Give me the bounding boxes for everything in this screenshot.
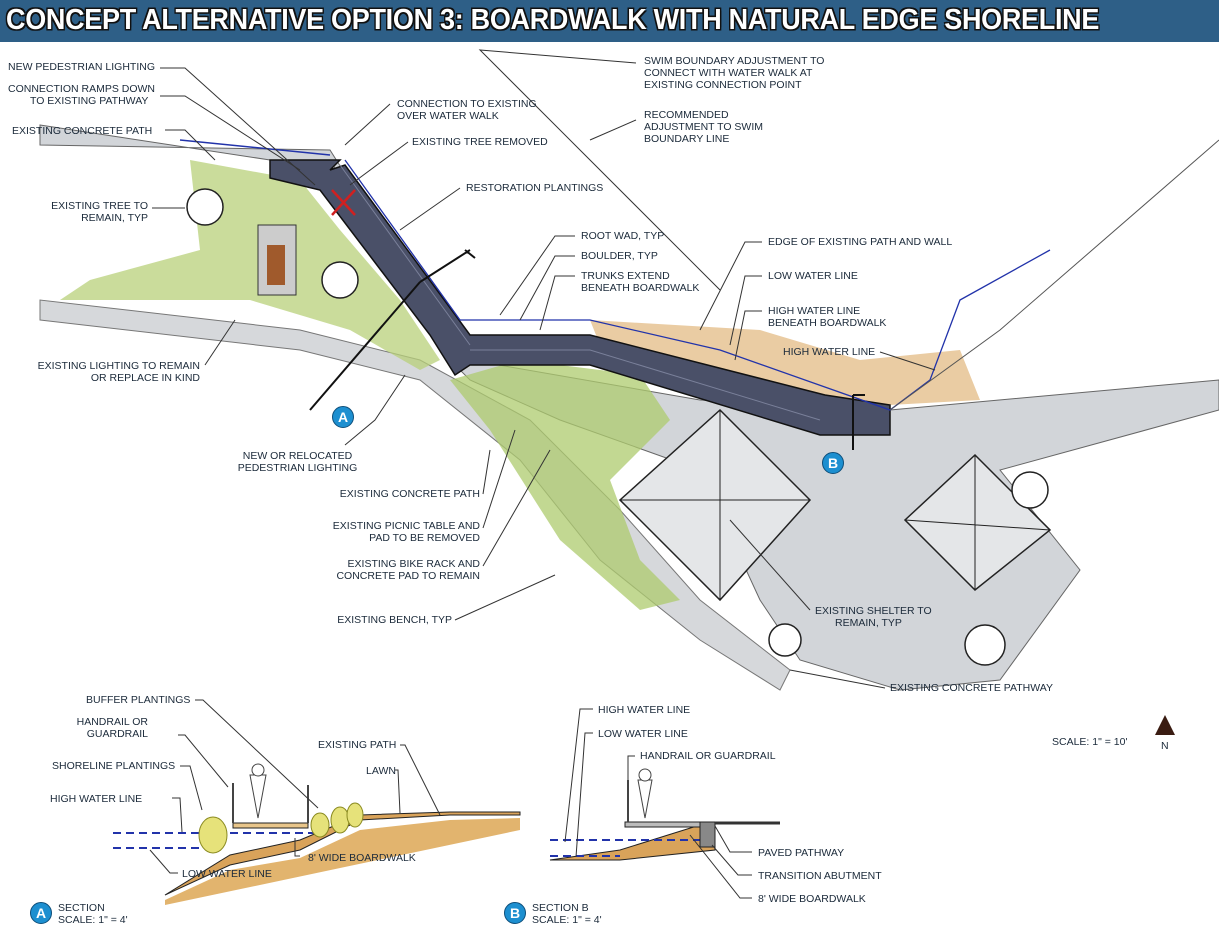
- label-line: SECTION: [58, 902, 105, 914]
- label-line: SWIM BOUNDARY ADJUSTMENT TO: [644, 55, 825, 67]
- sb-abutment: TRANSITION ABUTMENT: [758, 870, 882, 882]
- label-line: BOUNDARY LINE: [644, 133, 730, 145]
- high-water-line: [344, 159, 1051, 411]
- section-a-drawing: [113, 699, 521, 905]
- beach-area: [590, 320, 980, 405]
- section-b-drawing: [549, 708, 780, 899]
- label-line: TRUNKS EXTEND: [581, 270, 670, 282]
- sa-boardwalk: 8' WIDE BOARDWALK: [308, 852, 416, 864]
- lawn-area-left: [60, 160, 440, 370]
- label-line: TO EXISTING PATHWAY: [30, 95, 149, 107]
- label-line: CONNECTION RAMPS DOWN: [8, 83, 155, 95]
- label-line: HANDRAIL OR: [76, 716, 148, 728]
- label-restoration-plantings: RESTORATION PLANTINGS: [466, 182, 604, 194]
- sa-high-water: HIGH WATER LINE: [50, 793, 143, 805]
- lawn-area-mid: [450, 360, 680, 610]
- sa-lawn: LAWN: [366, 765, 396, 777]
- page-title: CONCEPT ALTERNATIVE OPTION 3: BOARDWALK …: [6, 4, 1100, 36]
- label-line: RECOMMENDED: [644, 109, 729, 121]
- label-line: SECTION B: [532, 902, 589, 914]
- tree-removed-icon: [331, 189, 356, 216]
- north-label: N: [1161, 740, 1169, 752]
- label-high-water: HIGH WATER LINE: [783, 346, 876, 358]
- label-line: CONNECTION TO EXISTING: [397, 98, 537, 110]
- section-marker-b: B: [822, 452, 844, 474]
- label-line: BENEATH BOARDWALK: [581, 282, 700, 294]
- label-line: ADJUSTMENT TO SWIM: [644, 121, 764, 133]
- section-a-badge: A: [30, 902, 52, 924]
- label-root-wad: ROOT WAD, TYP: [581, 230, 665, 242]
- sb-paved: PAVED PATHWAY: [758, 847, 845, 859]
- label-line: PAD TO BE REMOVED: [369, 532, 480, 544]
- shelter-2: [903, 453, 1052, 592]
- label-line: EXISTING BIKE RACK AND: [347, 558, 480, 570]
- label-line: CONCRETE PAD TO REMAIN: [336, 570, 480, 582]
- sb-boardwalk: 8' WIDE BOARDWALK: [758, 893, 866, 905]
- sb-high-water: HIGH WATER LINE: [598, 704, 691, 716]
- label-line: EXISTING PICNIC TABLE AND: [332, 520, 480, 532]
- sa-shoreline: SHORELINE PLANTINGS: [52, 760, 176, 772]
- label-line: NEW OR RELOCATED: [242, 450, 353, 462]
- sa-low-water: LOW WATER LINE: [182, 868, 272, 880]
- tree-icons: [186, 188, 1049, 666]
- sa-buffer: BUFFER PLANTINGS: [86, 694, 191, 706]
- label-existing-concrete-path-top: EXISTING CONCRETE PATH: [12, 125, 153, 137]
- label-line: HIGH WATER LINE: [768, 305, 861, 317]
- label-boulder: BOULDER, TYP: [581, 250, 658, 262]
- label-new-pedestrian-lighting: NEW PEDESTRIAN LIGHTING: [8, 61, 156, 73]
- boardwalk: [269, 159, 891, 436]
- section-b-badge: B: [504, 902, 526, 924]
- label-line: GUARDRAIL: [86, 728, 148, 740]
- label-line: SCALE: 1" = 4': [58, 914, 128, 926]
- label-concrete-pathway: EXISTING CONCRETE PATHWAY: [890, 682, 1053, 694]
- swim-boundary-line: [179, 139, 331, 156]
- shoreline-edge: [889, 139, 1219, 411]
- label-tree-removed: EXISTING TREE REMOVED: [412, 136, 548, 148]
- label-line: EXISTING SHELTER TO: [815, 605, 932, 617]
- sb-low-water: LOW WATER LINE: [598, 728, 688, 740]
- label-line: EXISTING CONNECTION POINT: [644, 79, 802, 91]
- label-line: SCALE: 1" = 4': [532, 914, 602, 926]
- label-line: REMAIN, TYP: [835, 617, 902, 629]
- sb-handrail: HANDRAIL OR GUARDRAIL: [640, 750, 776, 762]
- label-line: BENEATH BOARDWALK: [768, 317, 887, 329]
- label-edge-path-wall: EDGE OF EXISTING PATH AND WALL: [768, 236, 953, 248]
- label-line: OR REPLACE IN KIND: [90, 372, 200, 384]
- label-line: EXISTING LIGHTING TO REMAIN: [37, 360, 200, 372]
- sa-existing-path: EXISTING PATH: [318, 739, 397, 751]
- section-marker-a: A: [332, 406, 354, 428]
- scale-label: SCALE: 1" = 10': [1052, 736, 1128, 748]
- label-line: REMAIN, TYP: [81, 212, 148, 224]
- shelter-1: [618, 408, 812, 602]
- north-arrow-icon: [1155, 715, 1175, 735]
- label-line: CONNECT WITH WATER WALK AT: [644, 67, 813, 79]
- label-low-water: LOW WATER LINE: [768, 270, 858, 282]
- label-line: EXISTING TREE TO: [51, 200, 148, 212]
- label-bench: EXISTING BENCH, TYP: [337, 614, 452, 626]
- label-line: PEDESTRIAN LIGHTING: [237, 462, 358, 474]
- label-line: OVER WATER WALK: [397, 110, 499, 122]
- label-existing-concrete-path-mid: EXISTING CONCRETE PATH: [339, 488, 480, 500]
- title-bar: CONCEPT ALTERNATIVE OPTION 3: BOARDWALK …: [0, 0, 1219, 42]
